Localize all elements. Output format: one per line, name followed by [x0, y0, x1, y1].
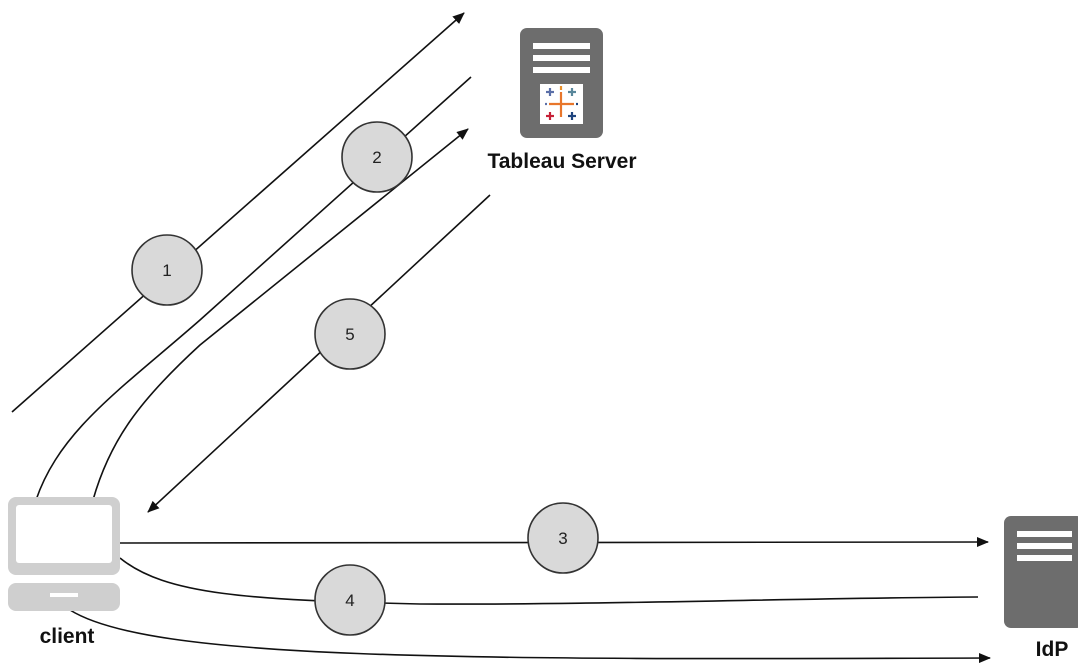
- tableau-server-label: Tableau Server: [487, 150, 636, 173]
- flow-lines: [11, 12, 991, 663]
- step-5-label: 5: [345, 325, 354, 344]
- step-5-arrow: [147, 194, 491, 513]
- tableau-server-node: Tableau Server: [487, 28, 637, 173]
- step-2-label: 2: [372, 148, 381, 167]
- idp-label: IdP: [1036, 638, 1069, 661]
- step-2-arrow: [35, 76, 472, 501]
- client-label: client: [40, 625, 95, 648]
- step-unlabeled-arrow-to-server: [92, 128, 469, 501]
- step-3-marker: 3: [527, 502, 599, 574]
- laptop-icon: [8, 497, 120, 611]
- step-1-marker: 1: [131, 234, 203, 306]
- client-node: client: [8, 497, 120, 648]
- step-4-arrow: [119, 557, 979, 605]
- server-icon: [1004, 516, 1078, 628]
- idp-node: IdP: [1004, 516, 1078, 661]
- step-1-arrow: [11, 12, 465, 413]
- step-5-marker: 5: [314, 298, 386, 370]
- step-markers: 1 2 5 3 4: [131, 121, 599, 636]
- step-unlabeled-arrow-to-idp: [69, 609, 991, 663]
- step-1-label: 1: [162, 261, 171, 280]
- tableau-logo-icon: [545, 86, 578, 120]
- step-4-marker: 4: [314, 564, 386, 636]
- step-4-label: 4: [345, 591, 354, 610]
- step-2-marker: 2: [341, 121, 413, 193]
- step-3-label: 3: [558, 529, 567, 548]
- server-icon: [520, 28, 603, 138]
